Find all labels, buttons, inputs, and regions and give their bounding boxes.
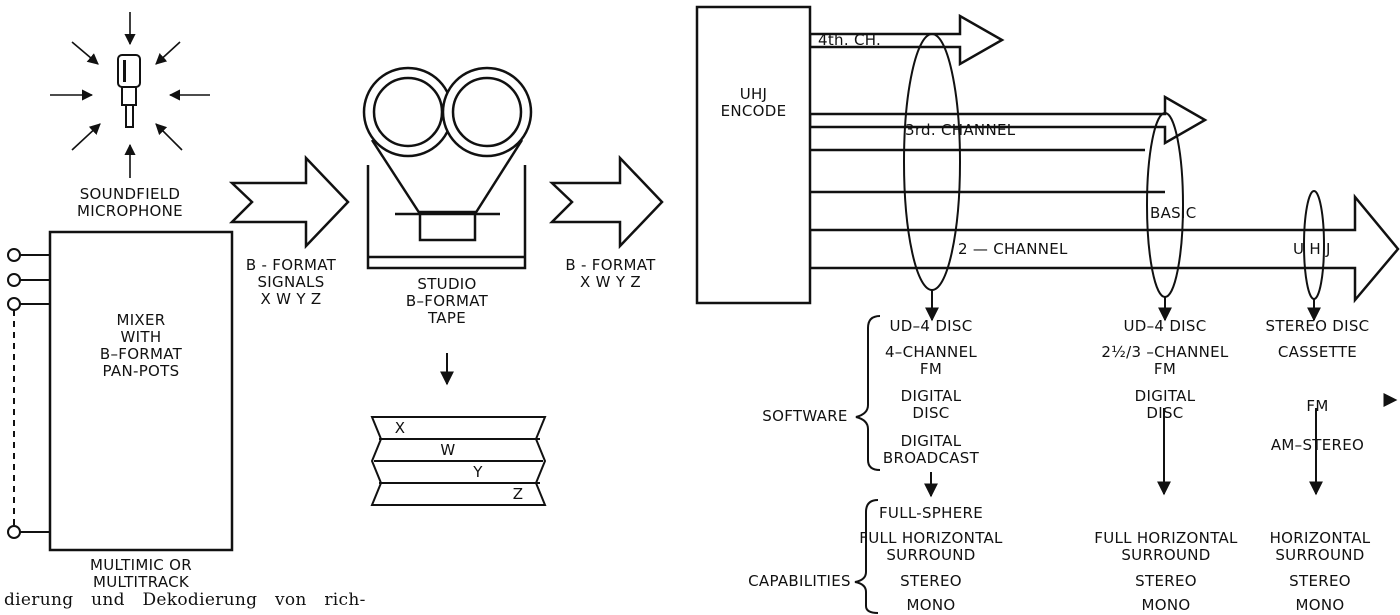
channel-2-label: 2 — CHANNEL (958, 241, 1118, 258)
arrow2-label: B - FORMAT X W Y Z (548, 257, 673, 291)
capabilities-col1-item: STEREO (852, 573, 1010, 590)
capabilities-col1-item: MONO (852, 597, 1010, 614)
channel-4-label: 4th. CH. (818, 32, 958, 49)
channel-loops (904, 34, 1324, 320)
encoder-label: UHJ ENCODE (697, 86, 810, 120)
software-col1-item: 4–CHANNEL FM (858, 344, 1004, 378)
soundfield-microphone-icon (50, 12, 210, 178)
microphone-label: SOUNDFIELD MICROPHONE (40, 186, 220, 220)
channel-3-label: 3rd. CHANNEL (905, 122, 1065, 139)
software-col2-item: 2½/3 –CHANNEL FM (1090, 344, 1240, 378)
tape-label: STUDIO B–FORMAT TAPE (380, 276, 514, 327)
software-col2-item: UD–4 DISC (1090, 318, 1240, 335)
tape-track-w: W (438, 442, 458, 459)
tape-track-y: Y (470, 464, 486, 481)
software-col1-item: UD–4 DISC (858, 318, 1004, 335)
software-col2-item: DIGITAL DISC (1090, 388, 1240, 422)
software-col1-item: DIGITAL BROADCAST (858, 433, 1004, 467)
arrow1-label: B - FORMAT SIGNALS X W Y Z (226, 257, 356, 308)
studio-tape-machine-icon (364, 68, 531, 268)
capabilities-col3-item: MONO (1260, 597, 1380, 614)
capabilities-col2-item: MONO (1087, 597, 1245, 614)
basic-label: BASIC (1150, 205, 1220, 222)
tape-track-x: X (392, 420, 408, 437)
mixer-sub-label: MULTIMIC OR MULTITRACK (40, 557, 242, 591)
capabilities-label: CAPABILITIES (742, 573, 857, 590)
capabilities-col2-item: FULL HORIZONTAL SURROUND (1087, 530, 1245, 564)
software-col3-item: FM (1255, 398, 1380, 415)
mixer-label: MIXER WITH B–FORMAT PAN-POTS (50, 312, 232, 380)
capabilities-col1-item: FULL HORIZONTAL SURROUND (852, 530, 1010, 564)
footer-text: dierung und Dekodierung von rich- (4, 592, 424, 609)
software-col3-item: CASSETTE (1255, 344, 1380, 361)
capabilities-col3-item: STEREO (1260, 573, 1380, 590)
uhj-encoder-box (697, 7, 810, 303)
b-format-arrow-2 (552, 158, 662, 246)
software-label: SOFTWARE (755, 408, 855, 425)
b-format-arrow-1 (232, 158, 348, 246)
capabilities-col1-item: FULL-SPHERE (852, 505, 1010, 522)
capabilities-col3-item: HORIZONTAL SURROUND (1260, 530, 1380, 564)
software-col3-item: STEREO DISC (1255, 318, 1380, 335)
uhj-label: U H J (1293, 241, 1353, 258)
capabilities-col2-item: STEREO (1087, 573, 1245, 590)
tape-track-z: Z (510, 486, 526, 503)
software-col3-item: AM–STEREO (1255, 437, 1380, 454)
software-col1-item: DIGITAL DISC (858, 388, 1004, 422)
mixer-box (8, 232, 232, 550)
